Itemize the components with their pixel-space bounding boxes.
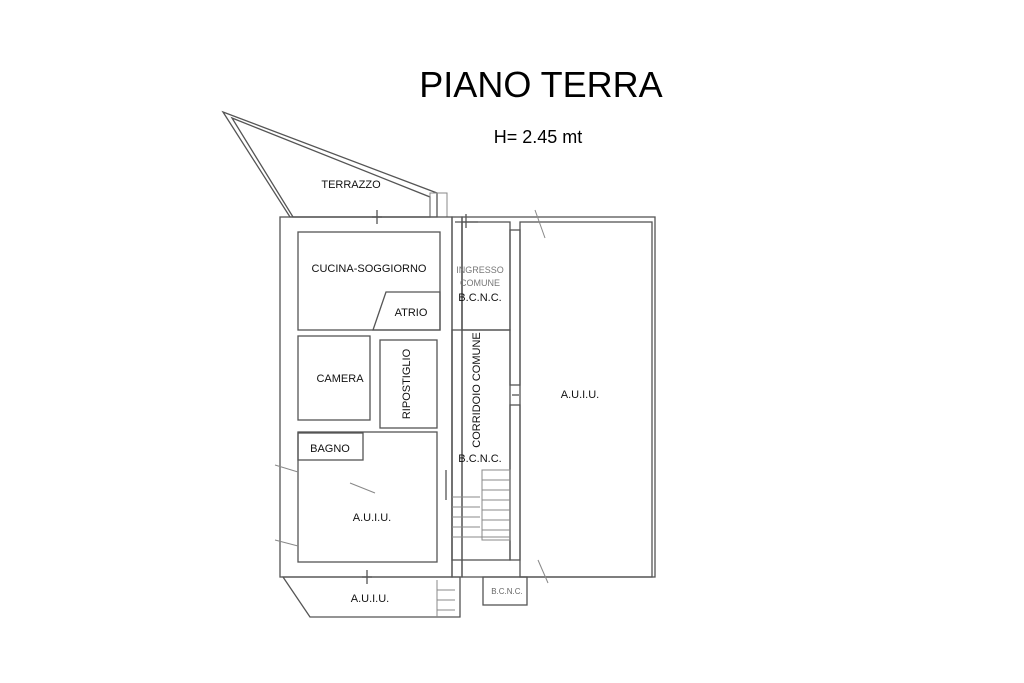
room-bcnc-small xyxy=(482,576,528,606)
room-ripostiglio xyxy=(379,339,438,429)
label-auiu-right: A.U.I.U. xyxy=(561,389,600,401)
label-cucina: CUCINA-SOGGIORNO xyxy=(312,263,427,275)
room-atrio xyxy=(372,291,441,331)
room-corridoio xyxy=(451,329,511,561)
label-bagno: BAGNO xyxy=(310,443,350,455)
room-auiu-lower xyxy=(297,431,438,563)
label-auiu-lower: A.U.I.U. xyxy=(353,512,392,524)
room-auiu-right xyxy=(519,221,653,578)
ceiling-height-label: H= 2.45 mt xyxy=(493,127,583,147)
label-ingresso-1: INGRESSO xyxy=(456,265,504,275)
room-cucina xyxy=(297,231,441,331)
label-corridoio: CORRIDOIO COMUNE xyxy=(471,332,483,448)
label-ripostiglio: RIPOSTIGLIO xyxy=(401,348,413,419)
label-camera: CAMERA xyxy=(316,373,364,385)
plan-title: PIANO TERRA xyxy=(419,64,663,105)
label-bcnc-small: B.C.N.C. xyxy=(491,587,523,596)
room-camera xyxy=(297,335,371,421)
room-ingresso xyxy=(461,221,511,331)
room-auiu-exterior xyxy=(281,576,461,618)
label-atrio: ATRIO xyxy=(395,307,428,319)
label-ingresso-bcnc: B.C.N.C. xyxy=(458,292,501,304)
label-terrazzo: TERRAZZO xyxy=(321,179,381,191)
label-ingresso-2: COMUNE xyxy=(460,278,500,288)
label-corridoio-bcnc: B.C.N.C. xyxy=(458,453,501,465)
label-auiu-exterior: A.U.I.U. xyxy=(351,593,390,605)
stairs xyxy=(452,469,511,541)
